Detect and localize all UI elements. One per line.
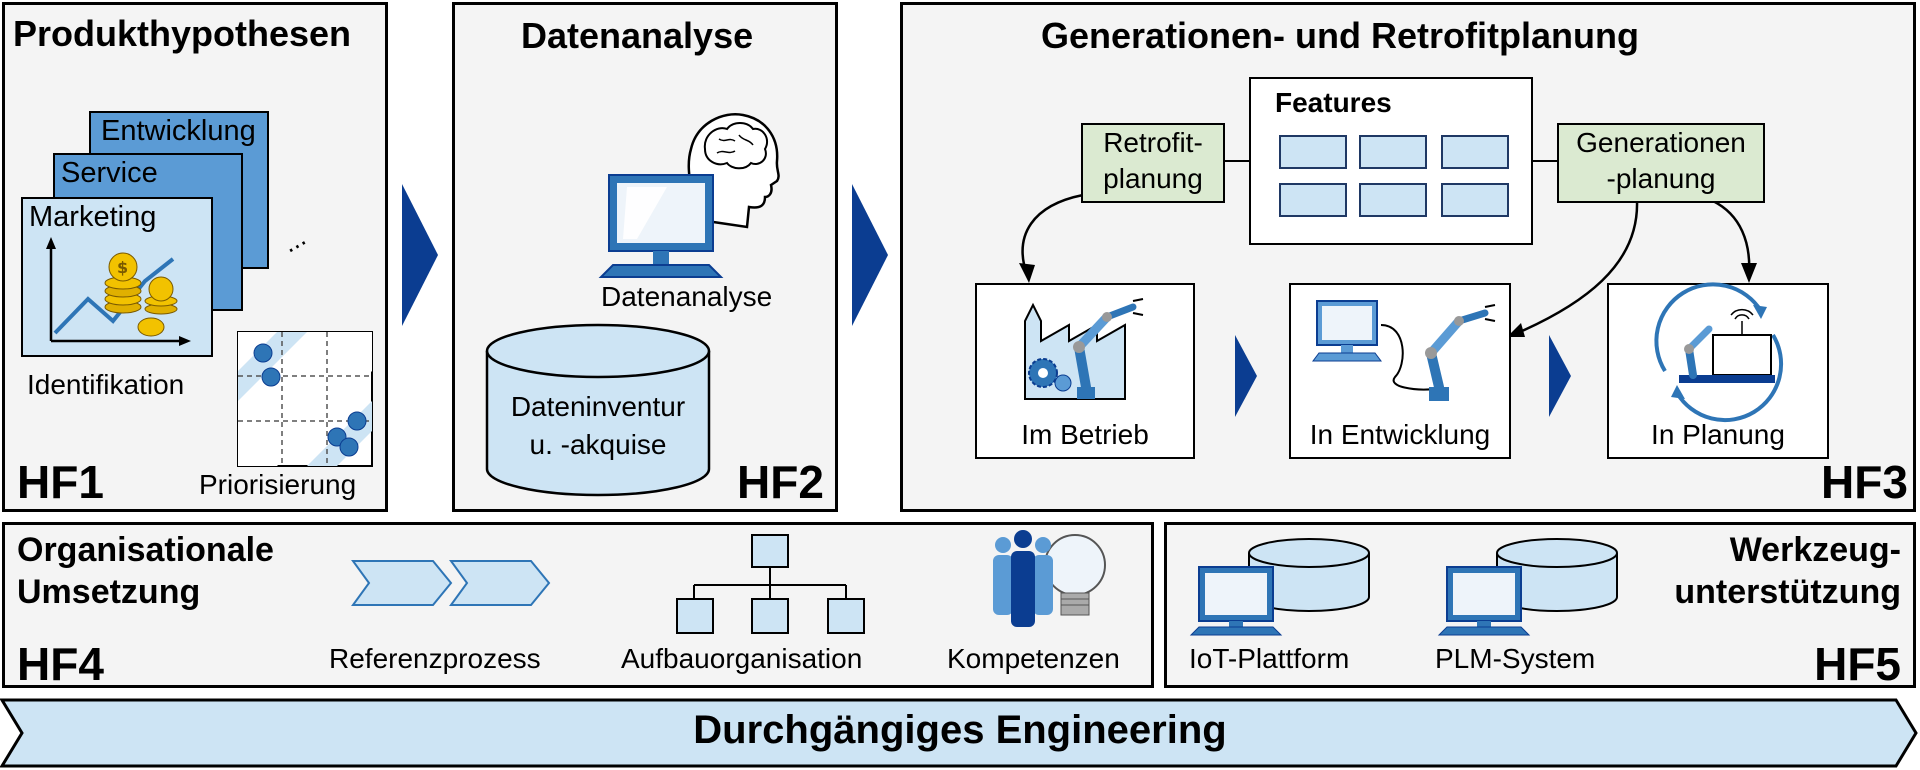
hf5-title-line1: Werkzeug- [1729, 531, 1901, 569]
hf5-panel: Werkzeug- unterstützung HF5 IoT-Plattfor… [1164, 522, 1916, 690]
generation-planning-box: Generationen -planung [1557, 123, 1765, 203]
database-cylinder [485, 323, 711, 497]
hf4-title-line2: Umsetzung [17, 573, 201, 611]
feature-cell [1279, 183, 1347, 217]
hf2-panel: Datenanalyse Datenanalyse Dateninventur … [452, 2, 838, 512]
plm-system-icon [1437, 538, 1618, 636]
feature-cell [1359, 135, 1427, 169]
hf1-panel: Produkthypothesen Entwicklung Service Ma… [2, 2, 388, 512]
svg-text:$: $ [117, 258, 128, 277]
process-chevrons-icon [351, 560, 551, 606]
hf1-id: HF1 [17, 456, 104, 508]
iot-platform-icon [1189, 538, 1370, 636]
computer-icon [598, 174, 724, 278]
retrofit-line2: planung [1103, 163, 1203, 194]
hf4-id: HF4 [17, 638, 104, 690]
arrow-hf1-hf2 [402, 184, 438, 326]
hf3-id: HF3 [1821, 456, 1908, 508]
features-label: Features [1275, 87, 1392, 118]
feature-cell [1441, 183, 1509, 217]
generation-line2: -planung [1606, 163, 1716, 194]
hf4-item-label: Kompetenzen [947, 643, 1120, 674]
growth-chart-icon: $ [46, 237, 191, 346]
feature-cell [1279, 135, 1347, 169]
hf4-title-line1: Organisationale [17, 531, 274, 569]
card-entwicklung-label: Entwicklung [101, 115, 256, 147]
db-label-line1: Dateninventur [510, 391, 686, 422]
hf5-id: HF5 [1814, 638, 1901, 690]
prioritization-matrix-icon [237, 331, 373, 467]
hf5-title-line2: unterstützung [1674, 573, 1901, 611]
connector-lines [1019, 160, 1757, 337]
footer-banner-shape [0, 698, 1918, 768]
factory-robot-icon [1024, 298, 1144, 400]
stage-im-betrieb: Im Betrieb [975, 283, 1195, 459]
retrofit-line1: Retrofit- [1103, 127, 1203, 158]
stage-in-planung: In Planung [1607, 282, 1829, 459]
footer-label: Durchgängiges Engineering [693, 708, 1227, 752]
card-marketing-label: Marketing [29, 201, 157, 233]
hf2-title: Datenanalyse [521, 15, 754, 56]
org-chart-icon [676, 534, 865, 634]
prioritization-label: Priorisierung [199, 469, 357, 500]
identification-label: Identifikation [27, 369, 185, 400]
analysis-label: Datenanalyse [601, 281, 773, 312]
hf1-title: Produkthypothesen [13, 13, 352, 54]
db-label-line2: u. -akquise [529, 429, 667, 460]
hf2-id: HF2 [737, 456, 824, 508]
features-box: Features [1249, 77, 1533, 245]
hf5-item-label: IoT-Plattform [1189, 643, 1350, 674]
hf4-item-label: Referenzprozess [329, 643, 541, 674]
feature-cell [1441, 135, 1509, 169]
feature-cell [1359, 183, 1427, 217]
stage-label: In Planung [1651, 419, 1785, 450]
hf3-title: Generationen- und Retrofitplanung [1041, 15, 1639, 56]
ellipsis-label: ... [276, 221, 311, 259]
computer-robot-icon [1312, 300, 1496, 401]
people-bulb-icon [993, 530, 1106, 627]
generation-line1: Generationen [1576, 127, 1746, 158]
card-service-label: Service [61, 157, 158, 189]
planning-cycle-icon [1654, 282, 1784, 423]
hf4-panel: Organisationale Umsetzung HF4 Referenzpr… [2, 522, 1154, 690]
stage-in-entwicklung: In Entwicklung [1289, 283, 1511, 459]
arrow-stage1-stage2 [1235, 335, 1257, 417]
stage-label: Im Betrieb [1021, 419, 1149, 450]
arrow-stage2-stage3 [1549, 335, 1571, 417]
hf5-item-label: PLM-System [1435, 643, 1596, 674]
stage-label: In Entwicklung [1309, 419, 1491, 450]
arrow-hf2-hf3 [852, 184, 888, 326]
hf4-item-label: Aufbauorganisation [621, 643, 863, 674]
hf3-panel: Generationen- und Retrofitplanung Featur… [900, 2, 1916, 512]
retrofit-planning-box: Retrofit- planung [1081, 123, 1225, 203]
